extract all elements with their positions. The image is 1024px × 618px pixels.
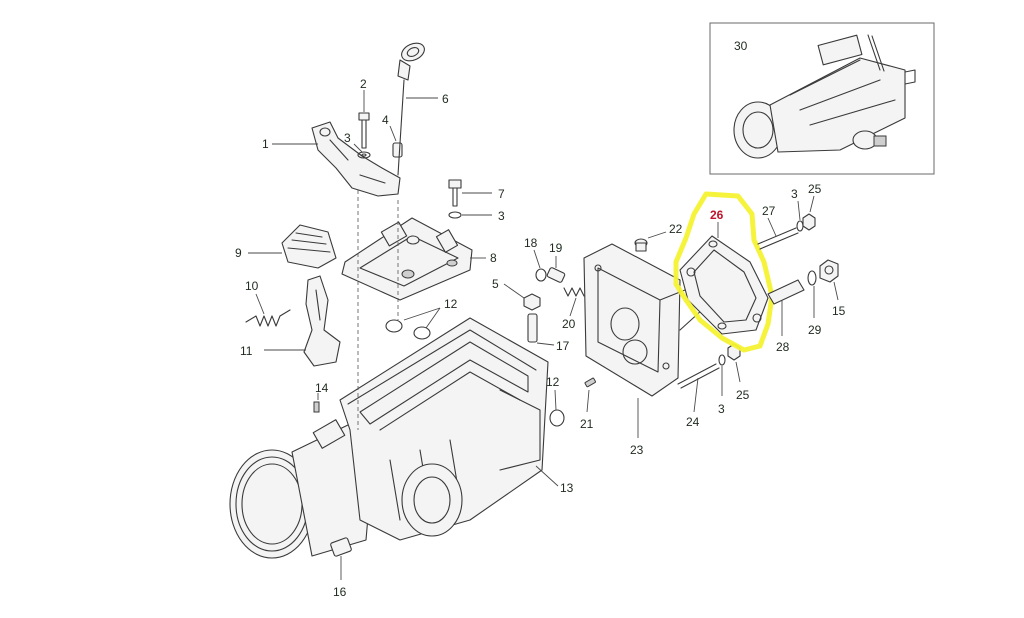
part-3-washer [353,143,371,159]
callout-8: 8 [490,251,497,265]
part-3-washer-b [448,211,492,219]
part-22-plug [634,231,667,252]
part-12-o-rings [385,307,441,340]
callout-6: 6 [442,92,449,106]
part-13-gearbox-housing [229,190,559,559]
callout-14: 14 [315,381,329,395]
part-3-washer-c [718,354,726,396]
callout-28: 28 [776,340,790,354]
part-15-nut [819,259,839,301]
callout-30: 30 [734,39,748,53]
part-3-washer-d [796,200,804,232]
callout-23: 23 [630,443,644,457]
part-5-nut [503,283,541,311]
part-24-rod [677,363,720,413]
part-28-sleeve [767,279,805,336]
part-18-washer [533,249,547,282]
part-17-pin [527,313,555,346]
callout-4: 4 [382,113,389,127]
part-14-pin [313,393,320,413]
callout-2: 2 [360,77,367,91]
part-26-gasket [679,222,769,335]
callout-7: 7 [498,187,505,201]
callout-3-upper: 3 [344,131,351,145]
callout-12-lower: 12 [546,375,560,389]
callout-3-right: 3 [791,187,798,201]
callout-26-highlighted: 26 [710,208,724,222]
part-16-drain-plug [330,537,352,580]
callout-24: 24 [686,415,700,429]
callout-22: 22 [669,222,683,236]
callout-13: 13 [560,481,574,495]
callout-1: 1 [262,137,269,151]
callout-25-lower: 25 [736,388,750,402]
callout-3-lower: 3 [718,402,725,416]
part-9-rubber-boot [248,224,337,269]
part-7-bolt [448,179,492,207]
part-20-spring [563,287,585,317]
callout-20: 20 [562,317,576,331]
callout-10: 10 [245,279,259,293]
part-11-shift-fork [264,275,341,367]
callout-17: 17 [556,339,570,353]
part-29-washer [807,270,817,318]
part-23-intermediate-plate [583,243,703,438]
part-27-stud [757,217,799,250]
callout-29: 29 [808,323,822,337]
part-1-shift-bracket [272,121,401,197]
inset-assembled-view: 30 [709,22,935,175]
part-25-nut [727,343,741,383]
part-8-cover-plate [341,217,486,301]
callout-3-mid: 3 [498,209,505,223]
part-21-pin [584,377,596,413]
part-6-dipstick [397,42,438,176]
part-12-o-ring-lower [549,389,565,427]
callout-15: 15 [832,304,846,318]
part-10-spring [245,293,291,327]
assembled-gearbox-illustration [733,34,916,159]
part-2-bolt [358,90,370,149]
callout-21: 21 [580,417,594,431]
callout-27: 27 [762,204,776,218]
part-25-nut-b [802,195,816,231]
callout-11: 11 [240,344,253,358]
callout-16: 16 [333,585,347,599]
part-26-highlight-outline [673,191,775,353]
callout-25-upper: 25 [808,182,822,196]
callout-19: 19 [549,241,563,255]
part-19-sleeve [546,256,566,283]
callout-12-upper: 12 [444,297,458,311]
callout-18: 18 [524,236,538,250]
callout-9: 9 [235,246,242,260]
callout-5: 5 [492,277,499,291]
